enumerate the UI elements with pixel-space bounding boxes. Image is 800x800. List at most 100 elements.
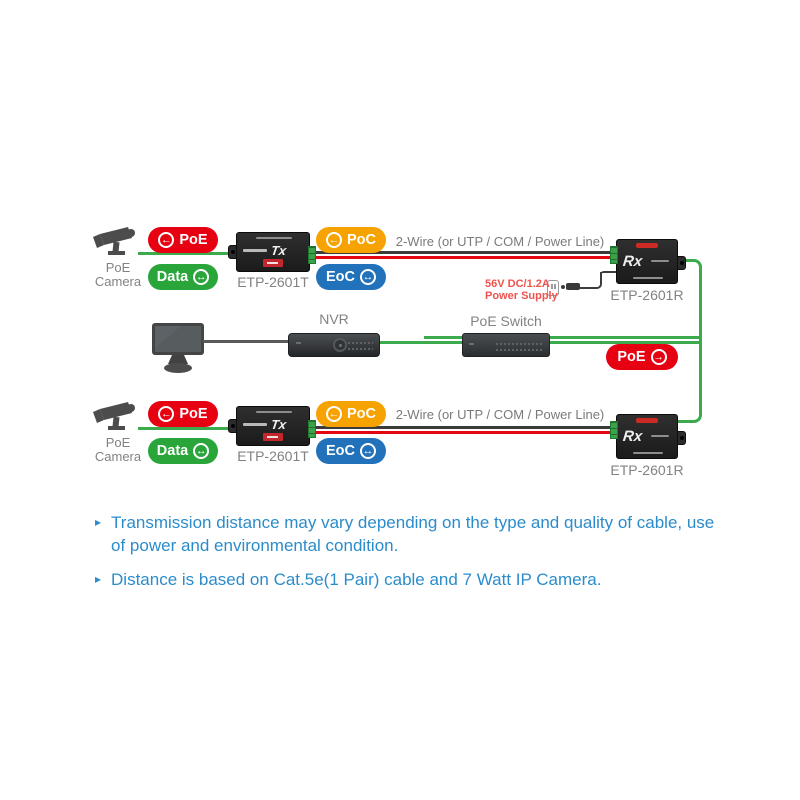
camera-label-line1: PoE [105, 435, 131, 450]
power-plug-icon [547, 280, 559, 296]
arrow-left-icon: ← [326, 406, 342, 422]
poe-camera-icon-top [93, 227, 135, 255]
wire-type-label-bottom: 2-Wire (or UTP / COM / Power Line) [395, 407, 605, 422]
power-cable-stub [600, 271, 617, 279]
transmitter-label-top: ETP-2601T [237, 274, 309, 290]
receiver-brand-bar [636, 243, 658, 248]
camera-label-line1: PoE [105, 260, 131, 275]
micro-text-bar [651, 260, 669, 262]
micro-text-bar [633, 277, 663, 279]
mount-tab-icon [228, 245, 237, 259]
transmitter-device-bottom: Tx [228, 406, 316, 446]
green-elbow-up [678, 259, 702, 339]
bullet-arrow-icon: ▸ [95, 515, 102, 529]
bullet-arrow-icon: ▸ [95, 572, 102, 586]
poe-badge-bottom: ← PoE [148, 401, 218, 427]
camera-label-line2: Camera [94, 449, 142, 464]
camera-label-top: PoE Camera [83, 261, 153, 289]
note-text-2: Distance is based on Cat.5e(1 Pair) cabl… [111, 570, 602, 589]
micro-text-bar [651, 435, 669, 437]
receiver-label-top: ETP-2601R [610, 287, 684, 303]
arrow-left-icon: ← [326, 232, 342, 248]
arrow-both-icon: ↔ [360, 443, 376, 459]
red-label-tag [263, 433, 283, 441]
nvr-label: NVR [319, 311, 349, 327]
data-badge-bottom: Data ↔ [148, 438, 218, 464]
terminal-block-icon [610, 246, 618, 264]
terminal-block-icon [308, 246, 316, 264]
mount-tab-icon [228, 419, 237, 433]
micro-text-bar [256, 411, 292, 413]
power-supply-line1: 56V DC/1.2A [485, 278, 550, 290]
two-wire-red-top [310, 256, 610, 259]
monitor-cable [203, 340, 288, 343]
arrow-left-icon: ← [158, 406, 175, 422]
led-icon [296, 342, 301, 344]
poe-badge-out: PoE → [606, 344, 678, 370]
arrow-both-icon: ↔ [360, 269, 376, 285]
arrow-left-icon: ← [158, 232, 175, 248]
data-badge-label: Data [156, 443, 189, 459]
note-item: ▸ Transmission distance may vary dependi… [95, 511, 723, 557]
arrow-both-icon: ↔ [193, 269, 210, 285]
mount-tab-icon [677, 431, 686, 445]
brand-bar [243, 249, 267, 252]
tx-brand-mark: Tx [269, 243, 288, 258]
micro-text-bar [633, 452, 663, 454]
ports-grid-icon [495, 341, 543, 353]
dc-barrel-plug-icon [566, 283, 580, 290]
power-cable-elbow [580, 272, 602, 289]
nvr-device [288, 333, 380, 357]
ports-grid-icon [347, 340, 373, 352]
cable-end-dot [561, 285, 565, 289]
wire-type-label-top: 2-Wire (or UTP / COM / Power Line) [395, 234, 605, 249]
transmitter-label-bottom: ETP-2601T [237, 448, 309, 464]
poe-switch-device [462, 333, 550, 357]
green-line-upper [424, 336, 702, 339]
arrow-right-icon: → [650, 349, 667, 365]
poc-badge-top: ← PoC [316, 227, 386, 253]
poc-badge-label: PoC [347, 232, 376, 248]
monitor-icon [152, 323, 204, 373]
poe-out-badge-label: PoE [617, 349, 646, 365]
knob-icon [333, 338, 347, 352]
poe-badge-label: PoE [179, 406, 208, 422]
mount-tab-icon [677, 256, 686, 270]
power-supply-line2: Power Supply [485, 289, 558, 302]
poe-camera-icon-bottom [93, 402, 135, 430]
data-badge-label: Data [156, 269, 189, 285]
green-cable-camera-bottom [138, 427, 238, 430]
red-label-tag [263, 259, 283, 267]
poe-switch-label: PoE Switch [470, 313, 542, 329]
poc-badge-bottom: ← PoC [316, 401, 386, 427]
eoc-badge-top: EoC ↔ [316, 264, 386, 290]
two-wire-black-top [310, 251, 610, 254]
brand-bar [243, 423, 267, 426]
brand-row: Tx [243, 243, 288, 258]
brand-row: Tx [243, 417, 288, 432]
eoc-badge-label: EoC [326, 269, 355, 285]
green-elbow-down [678, 339, 702, 423]
poe-badge-top: ← PoE [148, 227, 218, 253]
rx-brand-mark: Rx [622, 253, 644, 270]
green-cable-camera-top [138, 252, 238, 255]
note-text-1: Transmission distance may vary depending… [111, 513, 715, 555]
camera-label-bottom: PoE Camera [83, 436, 153, 464]
terminal-block-icon [308, 420, 316, 438]
rx-brand-mark: Rx [622, 428, 644, 445]
data-badge-top: Data ↔ [148, 264, 218, 290]
eoc-badge-label: EoC [326, 443, 355, 459]
camera-label-line2: Camera [94, 274, 142, 289]
receiver-device-bottom: Rx [610, 414, 686, 459]
poe-badge-label: PoE [179, 232, 208, 248]
note-item: ▸ Distance is based on Cat.5e(1 Pair) ca… [95, 568, 723, 591]
poc-badge-label: PoC [347, 406, 376, 422]
micro-text-bar [256, 237, 292, 239]
receiver-label-bottom: ETP-2601R [610, 462, 684, 478]
footnotes: ▸ Transmission distance may vary dependi… [95, 511, 723, 591]
power-supply-label: 56V DC/1.2A Power Supply [485, 278, 558, 302]
led-icon [469, 343, 474, 345]
tx-brand-mark: Tx [269, 417, 288, 432]
transmitter-device-top: Tx [228, 232, 316, 272]
